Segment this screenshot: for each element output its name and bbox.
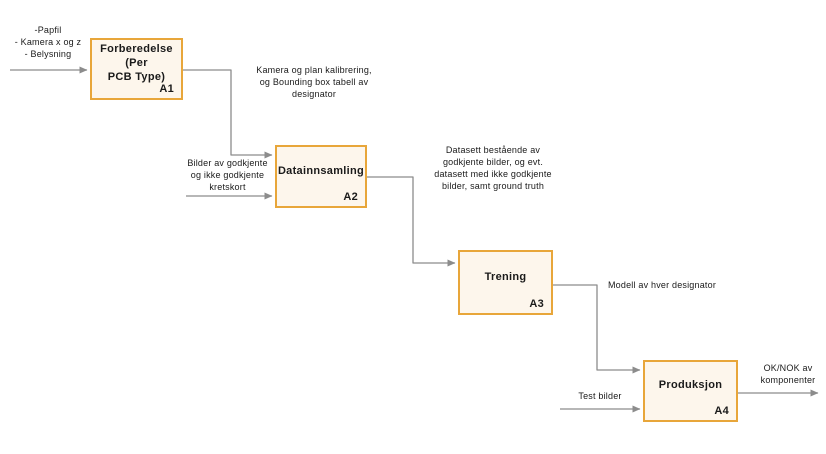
flow-label-output-a1: Kamera og plan kalibrering, og Bounding … — [256, 65, 372, 99]
flow-label-input-a2: Bilder av godkjente og ikke godkjente kr… — [187, 158, 268, 192]
arrow-a1-to-a2 — [183, 69, 273, 159]
process-box-a2: Datainnsamling A2 — [275, 145, 367, 208]
process-box-a3: Trening A3 — [458, 250, 553, 315]
process-box-code: A4 — [714, 405, 729, 417]
flow-label-input-a1: -Papfil - Kamera x og z - Belysning — [14, 25, 82, 59]
arrow-a3-to-a4 — [553, 284, 641, 374]
process-box-code: A3 — [529, 298, 544, 310]
arrow-a2-to-a3 — [367, 176, 456, 267]
process-box-a4: Produksjon A4 — [643, 360, 738, 422]
process-box-title: Datainnsamling — [277, 164, 365, 177]
flow-label-output-a3: Modell av hver designator — [607, 280, 717, 290]
process-box-a1: Forberedelse (Per PCB Type) A1 — [90, 38, 183, 100]
process-box-title: Produksjon — [658, 379, 723, 392]
flow-label-output-a4: OK/NOK av komponenter — [760, 363, 816, 385]
process-box-title: Forberedelse (Per PCB Type) — [100, 43, 173, 83]
flow-label-output-a2: Datasett bestående av godkjente bilder, … — [434, 145, 552, 191]
process-box-title: Trening — [484, 270, 527, 283]
process-box-code: A2 — [343, 191, 358, 203]
process-box-code: A1 — [159, 83, 174, 95]
flow-label-input-a4: Test bilder — [578, 391, 622, 401]
